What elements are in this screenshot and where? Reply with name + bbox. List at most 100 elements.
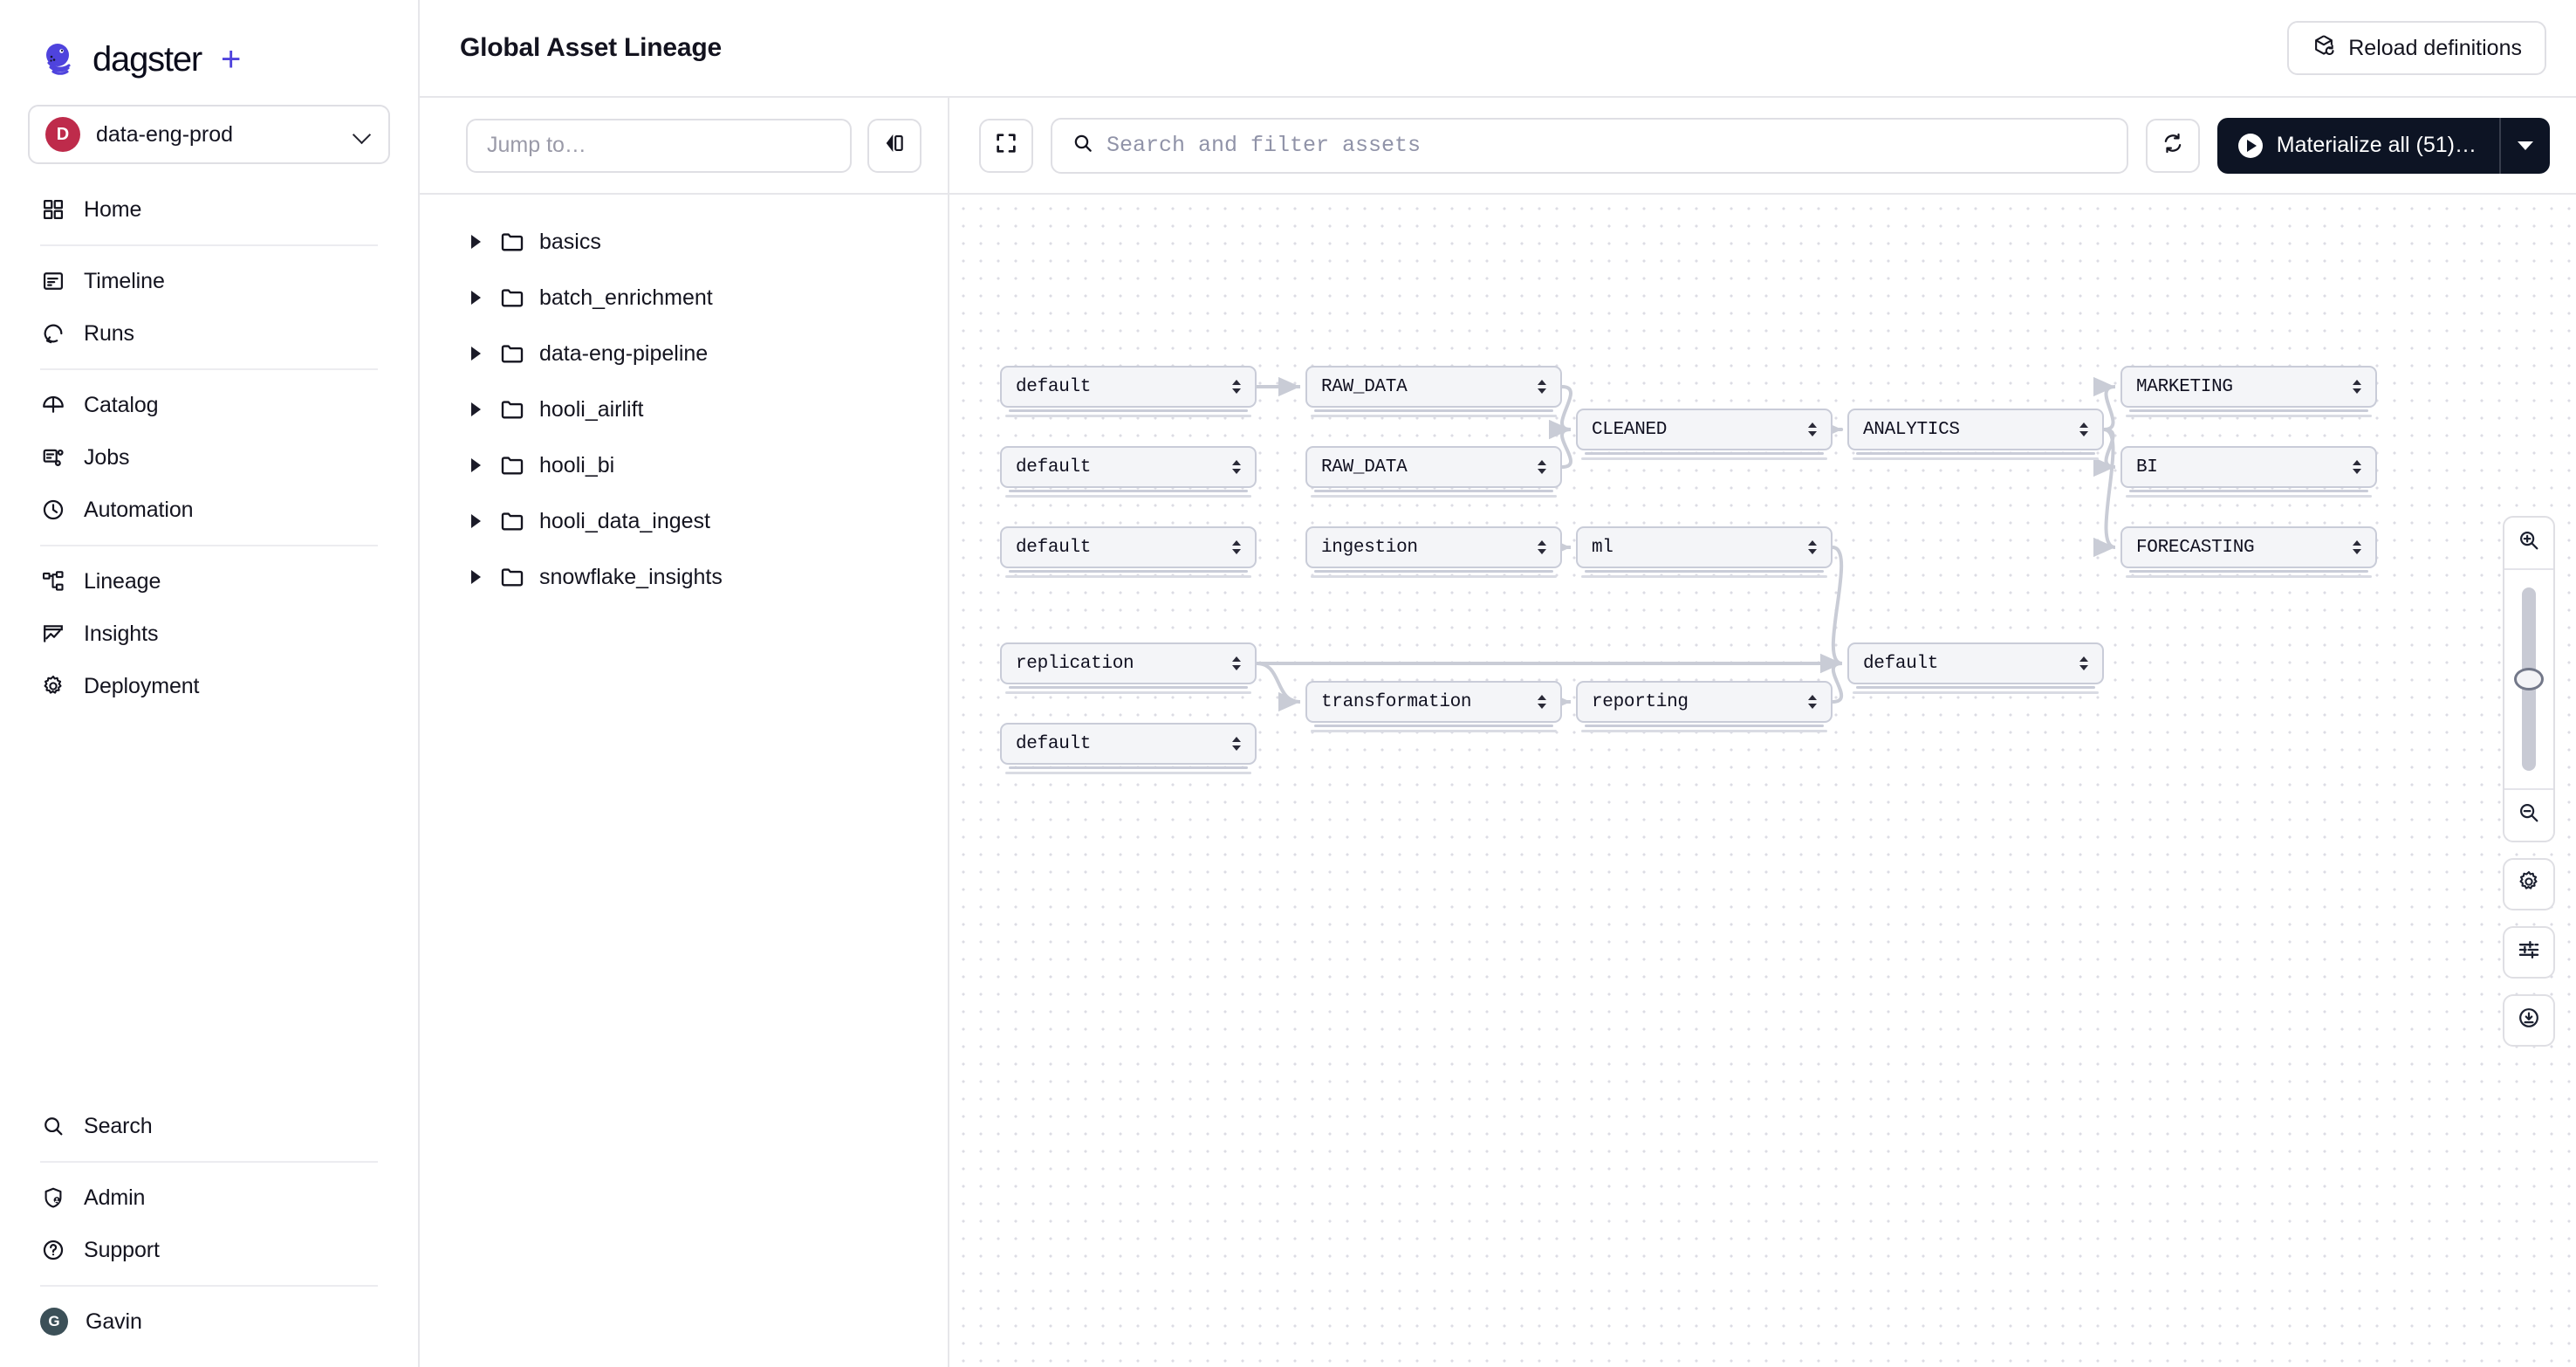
lineage-node[interactable]: FORECASTING [2120, 526, 2377, 578]
materialize-all-button[interactable]: Materialize all (51)… [2216, 117, 2550, 174]
caret-right-icon[interactable] [466, 458, 485, 472]
expand-collapse-chevrons-icon[interactable] [2349, 536, 2365, 559]
lineage-node-label: FORECASTING [2136, 537, 2255, 558]
expand-collapse-chevrons-icon[interactable] [2076, 418, 2092, 441]
expand-collapse-chevrons-icon[interactable] [1229, 536, 1244, 559]
sidebar-item-admin[interactable]: Admin [28, 1171, 390, 1224]
reload-definitions-button[interactable]: Reload definitions [2287, 21, 2546, 75]
gear-icon [40, 673, 66, 699]
collapse-sidebar-button[interactable] [867, 118, 921, 173]
caret-right-icon[interactable] [466, 570, 485, 584]
zoom-in-icon [2517, 528, 2541, 557]
expand-collapse-chevrons-icon[interactable] [2349, 375, 2365, 398]
refresh-icon [2161, 131, 2185, 160]
graph-settings-button[interactable] [2503, 857, 2555, 910]
lineage-node-label: default [1016, 457, 1092, 477]
lineage-node[interactable]: CLEANED [1576, 409, 1833, 460]
expand-collapse-chevrons-icon[interactable] [1229, 732, 1244, 755]
lineage-node[interactable]: default [1000, 723, 1257, 774]
lineage-node[interactable]: default [1847, 642, 2104, 694]
tree-item-data-eng-pipeline[interactable]: data-eng-pipeline [420, 326, 948, 381]
caret-right-icon[interactable] [466, 402, 485, 416]
tree-item-basics[interactable]: basics [420, 214, 948, 270]
package-reload-icon [2312, 33, 2336, 64]
expand-collapse-chevrons-icon[interactable] [1229, 456, 1244, 478]
materialize-dropdown-button[interactable] [2501, 118, 2550, 174]
zoom-slider-thumb[interactable] [2514, 667, 2544, 690]
lineage-node[interactable]: ingestion [1305, 526, 1562, 578]
tree-item-batch-enrichment[interactable]: batch_enrichment [420, 270, 948, 326]
zoom-in-button[interactable] [2504, 518, 2553, 568]
sidebar-item-search[interactable]: Search [28, 1100, 390, 1152]
sidebar-item-label: Deployment [84, 673, 200, 698]
materialize-main[interactable]: Materialize all (51)… [2217, 118, 2499, 174]
caret-right-icon[interactable] [466, 347, 485, 361]
lineage-node[interactable]: reporting [1576, 681, 1833, 732]
user-menu[interactable]: G Gavin [28, 1295, 390, 1348]
lineage-node[interactable]: transformation [1305, 681, 1562, 732]
sidebar-item-insights[interactable]: Insights [28, 608, 390, 660]
org-selector[interactable]: D data-eng-prod [28, 105, 390, 164]
expand-collapse-chevrons-icon[interactable] [1805, 690, 1820, 713]
lineage-node[interactable]: default [1000, 446, 1257, 498]
graph-filters-button[interactable] [2503, 925, 2555, 979]
expand-collapse-chevrons-icon[interactable] [1534, 690, 1550, 713]
sidebar-item-home[interactable]: Home [28, 183, 390, 236]
nav-group-search: Search [0, 1100, 418, 1152]
sidebar-item-label: Admin [84, 1185, 146, 1210]
caret-right-icon[interactable] [466, 235, 485, 249]
lineage-node-label: BI [2136, 457, 2158, 477]
expand-collapse-chevrons-icon[interactable] [2076, 652, 2092, 675]
asset-search-field[interactable] [1051, 117, 2128, 174]
zoom-slider[interactable] [2504, 570, 2553, 788]
sidebar-item-support[interactable]: Support [28, 1224, 390, 1276]
caret-right-icon[interactable] [466, 514, 485, 528]
sidebar-item-deployment[interactable]: Deployment [28, 660, 390, 712]
lineage-node[interactable]: default [1000, 366, 1257, 417]
expand-collapse-chevrons-icon[interactable] [1534, 536, 1550, 559]
materialize-divider [2499, 117, 2501, 174]
sidebar-item-timeline[interactable]: Timeline [28, 255, 390, 307]
caret-right-icon[interactable] [466, 291, 485, 305]
expand-collapse-chevrons-icon[interactable] [1229, 652, 1244, 675]
sidebar-item-runs[interactable]: Runs [28, 307, 390, 360]
tree-item-hooli-airlift[interactable]: hooli_airlift [420, 381, 948, 437]
tree-item-hooli-data-ingest[interactable]: hooli_data_ingest [420, 493, 948, 549]
tree-item-label: batch_enrichment [539, 285, 713, 310]
lineage-node[interactable]: ml [1576, 526, 1833, 578]
zoom-out-button[interactable] [2504, 790, 2553, 841]
lineage-node[interactable]: RAW_DATA [1305, 446, 1562, 498]
lineage-node[interactable]: ANALYTICS [1847, 409, 2104, 460]
brand-logo[interactable]: dagster + [0, 0, 418, 84]
org-avatar: D [45, 117, 80, 152]
expand-collapse-chevrons-icon[interactable] [1534, 456, 1550, 478]
download-button[interactable] [2503, 993, 2555, 1047]
sidebar-bottom: Search Admin [0, 1100, 418, 1348]
caret-down-icon [2518, 141, 2533, 150]
lineage-node[interactable]: MARKETING [2120, 366, 2377, 417]
sidebar-item-automation[interactable]: Automation [28, 484, 390, 536]
expand-collapse-chevrons-icon[interactable] [2349, 456, 2365, 478]
expand-collapse-chevrons-icon[interactable] [1229, 375, 1244, 398]
fullscreen-button[interactable] [979, 118, 1033, 173]
lineage-node[interactable]: replication [1000, 642, 1257, 694]
sidebar-item-catalog[interactable]: Catalog [28, 379, 390, 431]
tree-item-snowflake-insights[interactable]: snowflake_insights [420, 549, 948, 605]
sidebar-item-jobs[interactable]: Jobs [28, 431, 390, 484]
tree-item-label: data-eng-pipeline [539, 340, 709, 366]
fullscreen-icon [994, 131, 1018, 160]
lineage-node[interactable]: RAW_DATA [1305, 366, 1562, 417]
expand-collapse-chevrons-icon[interactable] [1534, 375, 1550, 398]
jump-to-input[interactable] [466, 118, 852, 173]
lineage-node[interactable]: BI [2120, 446, 2377, 498]
search-input[interactable] [1106, 133, 2107, 158]
tree-item-label: snowflake_insights [539, 564, 723, 589]
lineage-node[interactable]: default [1000, 526, 1257, 578]
tree-item-label: basics [539, 229, 601, 254]
tree-item-hooli-bi[interactable]: hooli_bi [420, 437, 948, 493]
refresh-button[interactable] [2145, 118, 2200, 173]
expand-collapse-chevrons-icon[interactable] [1805, 418, 1820, 441]
sidebar-item-lineage[interactable]: Lineage [28, 555, 390, 608]
expand-collapse-chevrons-icon[interactable] [1805, 536, 1820, 559]
